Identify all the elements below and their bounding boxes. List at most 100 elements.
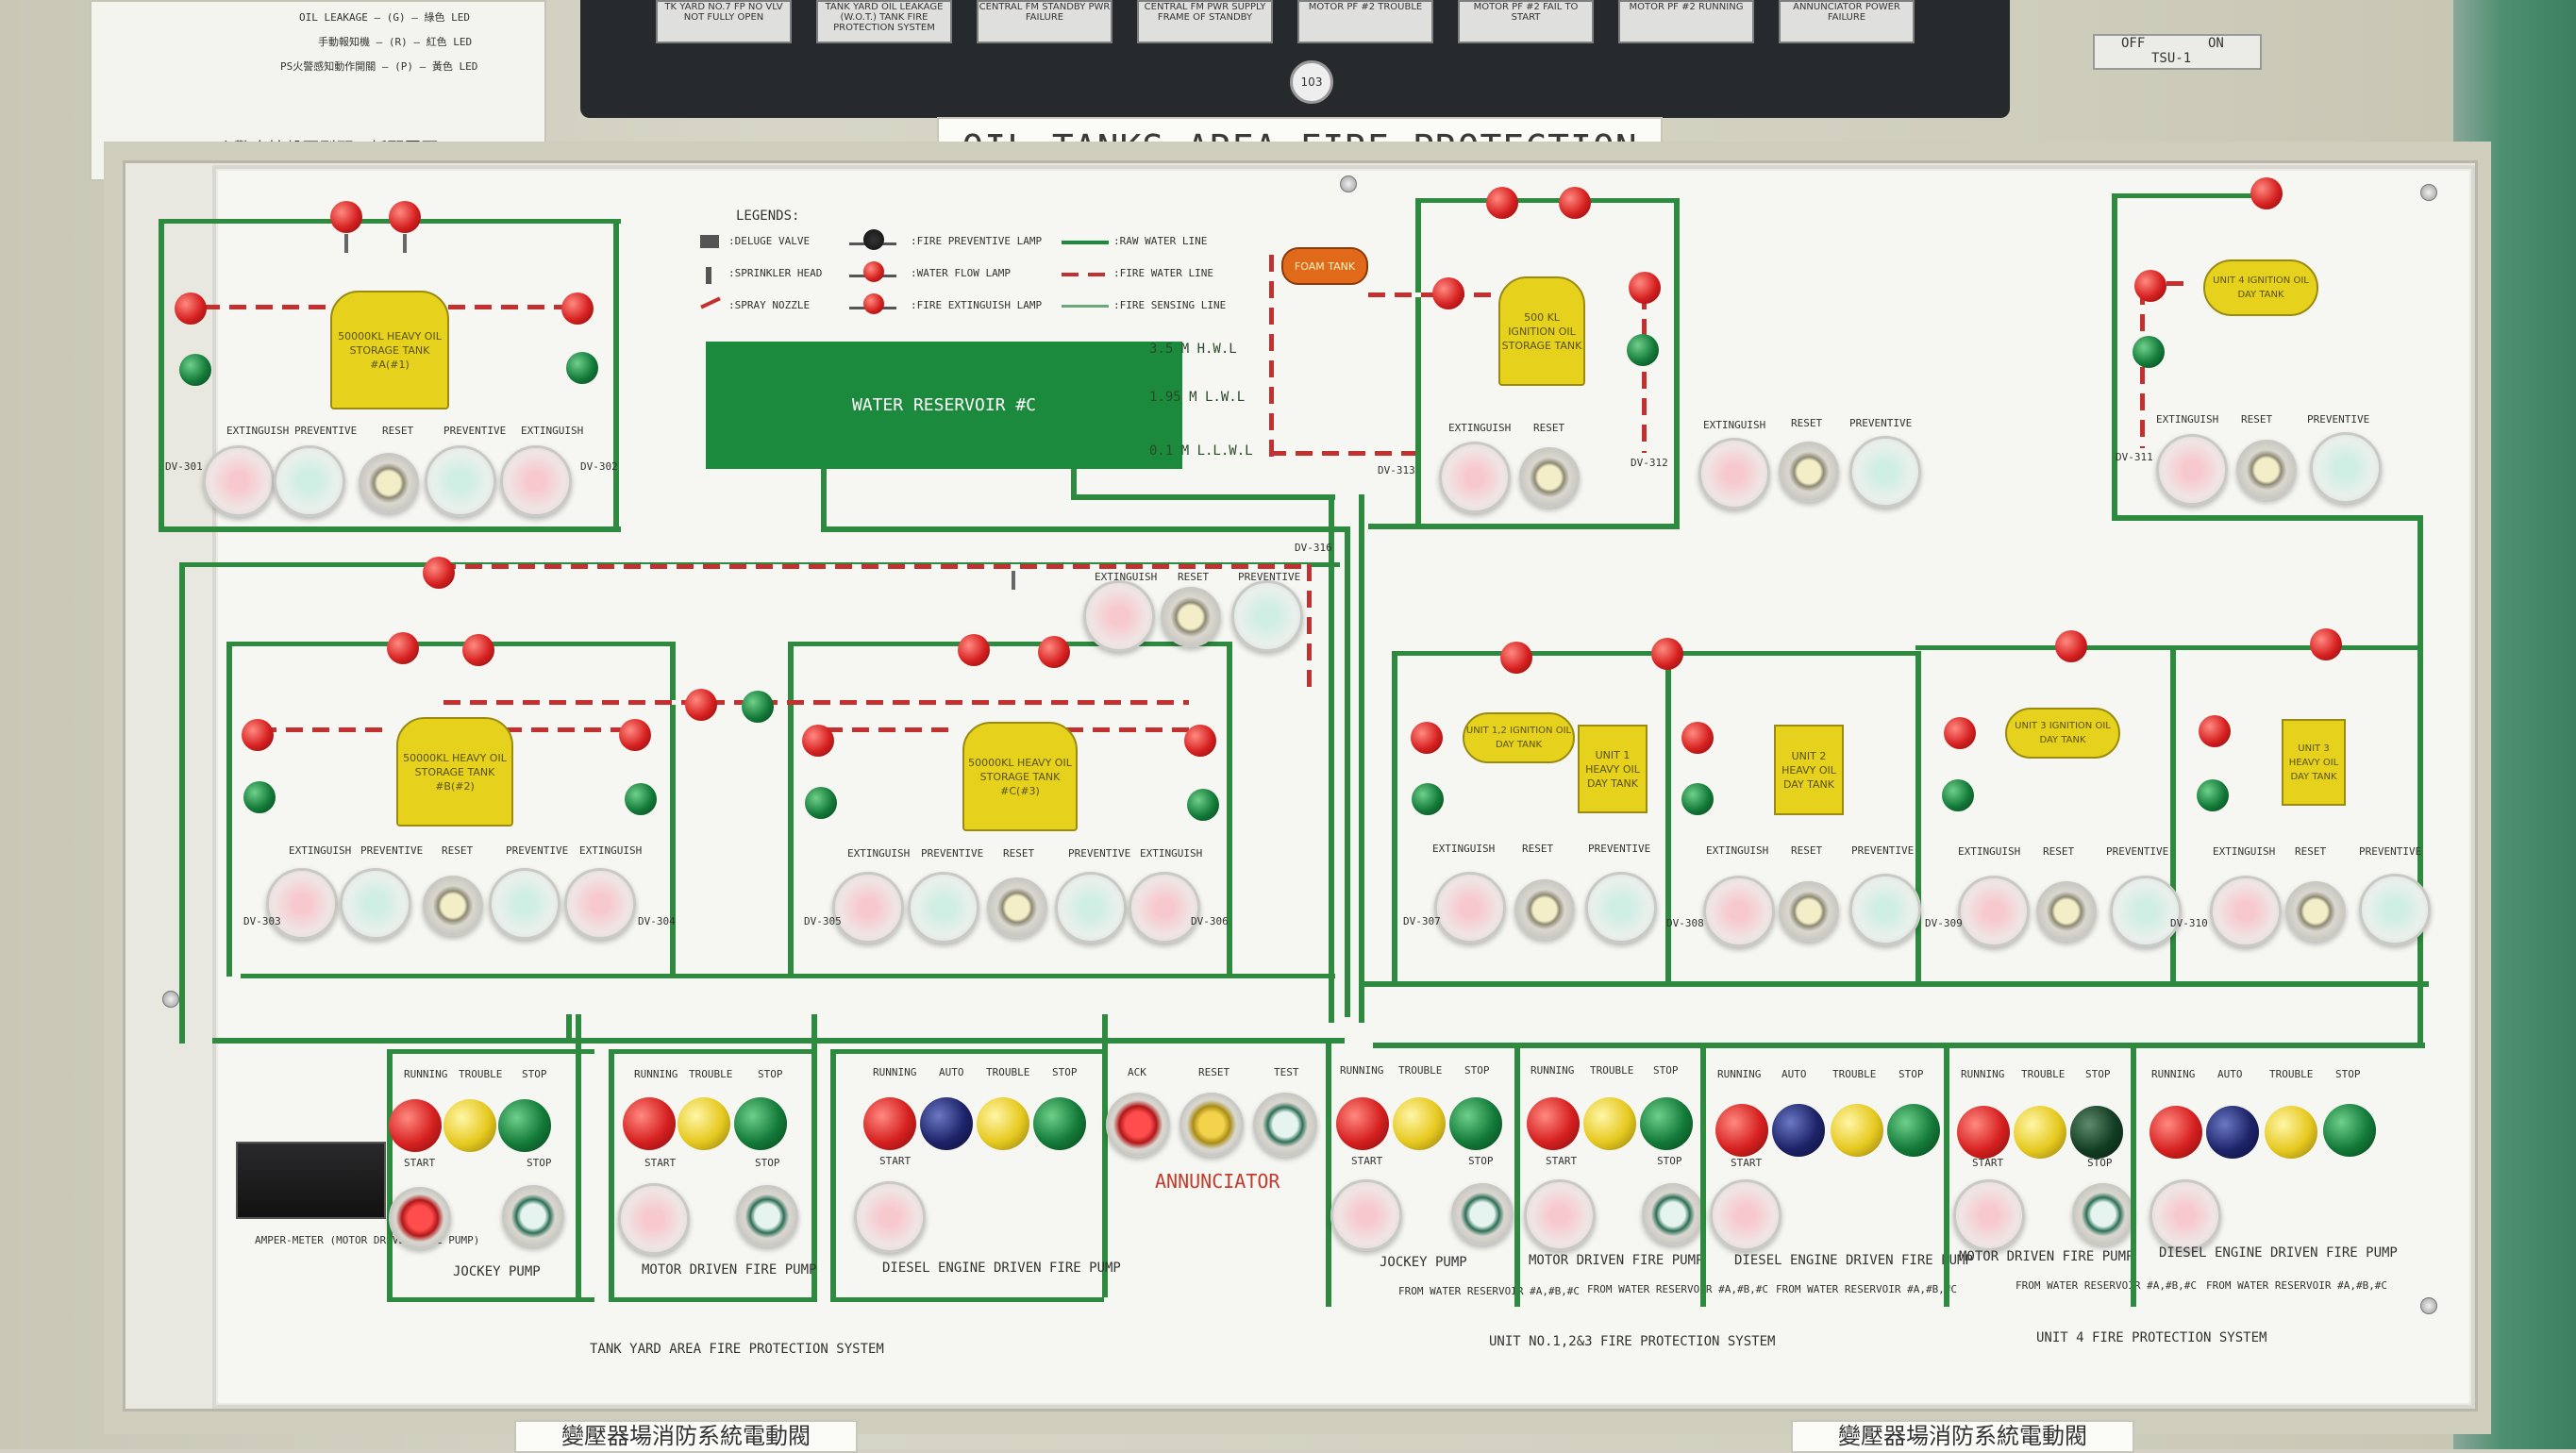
water-flow-lamp — [2055, 630, 2087, 662]
legend-label: :FIRE WATER LINE — [1113, 267, 1213, 279]
extinguish-button[interactable] — [1958, 876, 2030, 947]
fire-preventive-lamp — [2133, 336, 2165, 368]
unit2-heavy-oil-day-tank: UNIT 2 HEAVY OIL DAY TANK — [1774, 725, 1844, 815]
preventive-button[interactable] — [908, 872, 979, 944]
extinguish-button[interactable] — [2156, 434, 2228, 506]
reset-button[interactable] — [2036, 881, 2097, 942]
deluge-valve-label: DV-313 — [1378, 464, 1415, 476]
button-label: EXTINGUISH — [1448, 422, 1512, 434]
pipe — [788, 642, 794, 977]
deluge-valve-label: DV-307 — [1403, 915, 1441, 927]
button-label: TROUBLE — [459, 1068, 503, 1080]
extinguish-button[interactable] — [203, 445, 275, 517]
preventive-button[interactable] — [340, 868, 411, 940]
annunciator-label: ANNUNCIATOR — [1155, 1170, 1280, 1193]
extinguish-button[interactable] — [500, 445, 572, 517]
button-label: EXTINGUISH — [289, 844, 352, 857]
extinguish-button[interactable] — [1439, 442, 1511, 513]
screw-icon — [162, 991, 179, 1008]
annunciator-reset-button[interactable] — [1179, 1093, 1244, 1157]
fire-extinguish-lamp — [561, 292, 594, 325]
pipe — [2112, 515, 2423, 521]
extinguish-button[interactable] — [266, 868, 338, 940]
button-label: ACK — [1128, 1066, 1146, 1078]
extinguish-button[interactable] — [564, 868, 636, 940]
deluge-valve-label: DV-305 — [804, 915, 842, 927]
preventive-button[interactable] — [425, 445, 496, 517]
deluge-valve-label: DV-306 — [1191, 915, 1229, 927]
fire-water-line — [203, 305, 326, 309]
ack-button[interactable] — [1106, 1093, 1170, 1157]
preventive-button[interactable] — [1585, 872, 1657, 944]
button-label: RESET — [2295, 845, 2327, 858]
stop-button[interactable] — [1451, 1183, 1514, 1245]
deluge-valve-label: DV-310 — [2170, 917, 2208, 929]
preventive-button[interactable] — [274, 445, 345, 517]
stop-button[interactable] — [502, 1185, 564, 1247]
button-label: RESET — [1791, 417, 1823, 429]
start-button[interactable] — [618, 1183, 690, 1255]
trouble-lamp — [1583, 1097, 1636, 1150]
extinguish-button[interactable] — [1434, 872, 1506, 944]
reset-button[interactable] — [1779, 881, 1839, 942]
stop-button[interactable] — [736, 1185, 798, 1247]
stop-lamp — [1033, 1097, 1086, 1150]
reset-button[interactable] — [359, 453, 419, 513]
trouble-lamp — [677, 1097, 730, 1150]
pipe — [1102, 1014, 1108, 1297]
tsu-off-label: OFF — [2121, 36, 2146, 51]
preventive-button[interactable] — [2359, 874, 2431, 945]
button-label: STOP — [1464, 1064, 1490, 1077]
preventive-button[interactable] — [489, 868, 560, 940]
start-button[interactable] — [1524, 1179, 1596, 1251]
trouble-lamp — [443, 1099, 496, 1152]
tsu-switch[interactable]: OFF ON TSU-1 — [2093, 34, 2262, 70]
pipe — [387, 1297, 594, 1302]
button-label: RESET — [1198, 1066, 1230, 1078]
preventive-button[interactable] — [1055, 872, 1127, 944]
start-button[interactable] — [1953, 1179, 2025, 1251]
start-button[interactable] — [854, 1181, 926, 1253]
pipe — [1415, 198, 1680, 203]
deluge-valve-icon — [700, 235, 719, 248]
water-flow-lamp — [389, 201, 421, 233]
start-button[interactable] — [1710, 1179, 1781, 1251]
preventive-button[interactable] — [1849, 436, 1921, 508]
stop-lamp — [2070, 1106, 2123, 1159]
reset-button[interactable] — [987, 877, 1047, 938]
button-label: STOP — [1657, 1155, 1682, 1167]
extinguish-button[interactable] — [1129, 872, 1200, 944]
pipe — [1363, 981, 2429, 987]
reset-button[interactable] — [1161, 587, 1221, 647]
pipe — [830, 1049, 1104, 1054]
preventive-button[interactable] — [2110, 876, 2182, 947]
start-button[interactable] — [1330, 1179, 1402, 1251]
reset-button[interactable] — [2285, 881, 2346, 942]
pipe — [609, 1297, 816, 1302]
reset-button[interactable] — [423, 876, 483, 936]
reset-button[interactable] — [1519, 447, 1580, 508]
from-reservoir-label: FROM WATER RESERVOIR #A,#B,#C — [2206, 1279, 2388, 1292]
stop-button[interactable] — [2072, 1183, 2134, 1245]
test-button[interactable] — [1253, 1093, 1317, 1157]
button-label: EXTINGUISH — [1958, 845, 2021, 858]
preventive-button[interactable] — [1231, 580, 1303, 652]
extinguish-button[interactable] — [2210, 876, 2282, 947]
start-button[interactable] — [2149, 1179, 2221, 1251]
preventive-button[interactable] — [1849, 874, 1921, 945]
deluge-valve-label: DV-309 — [1925, 917, 1963, 929]
extinguish-button[interactable] — [1083, 580, 1155, 652]
pipe — [1665, 651, 1920, 656]
pipe — [1373, 1043, 2425, 1048]
stop-button[interactable] — [1642, 1183, 1704, 1245]
pipe — [830, 1049, 836, 1302]
button-label: TROUBLE — [1590, 1064, 1634, 1077]
extinguish-button[interactable] — [1698, 438, 1770, 509]
preventive-button[interactable] — [2310, 432, 2382, 504]
extinguish-button[interactable] — [832, 872, 904, 944]
reset-button[interactable] — [1514, 879, 1575, 940]
reset-button[interactable] — [2236, 440, 2297, 500]
reset-button[interactable] — [1779, 442, 1839, 502]
extinguish-button[interactable] — [1703, 876, 1775, 947]
start-button[interactable] — [389, 1187, 451, 1249]
